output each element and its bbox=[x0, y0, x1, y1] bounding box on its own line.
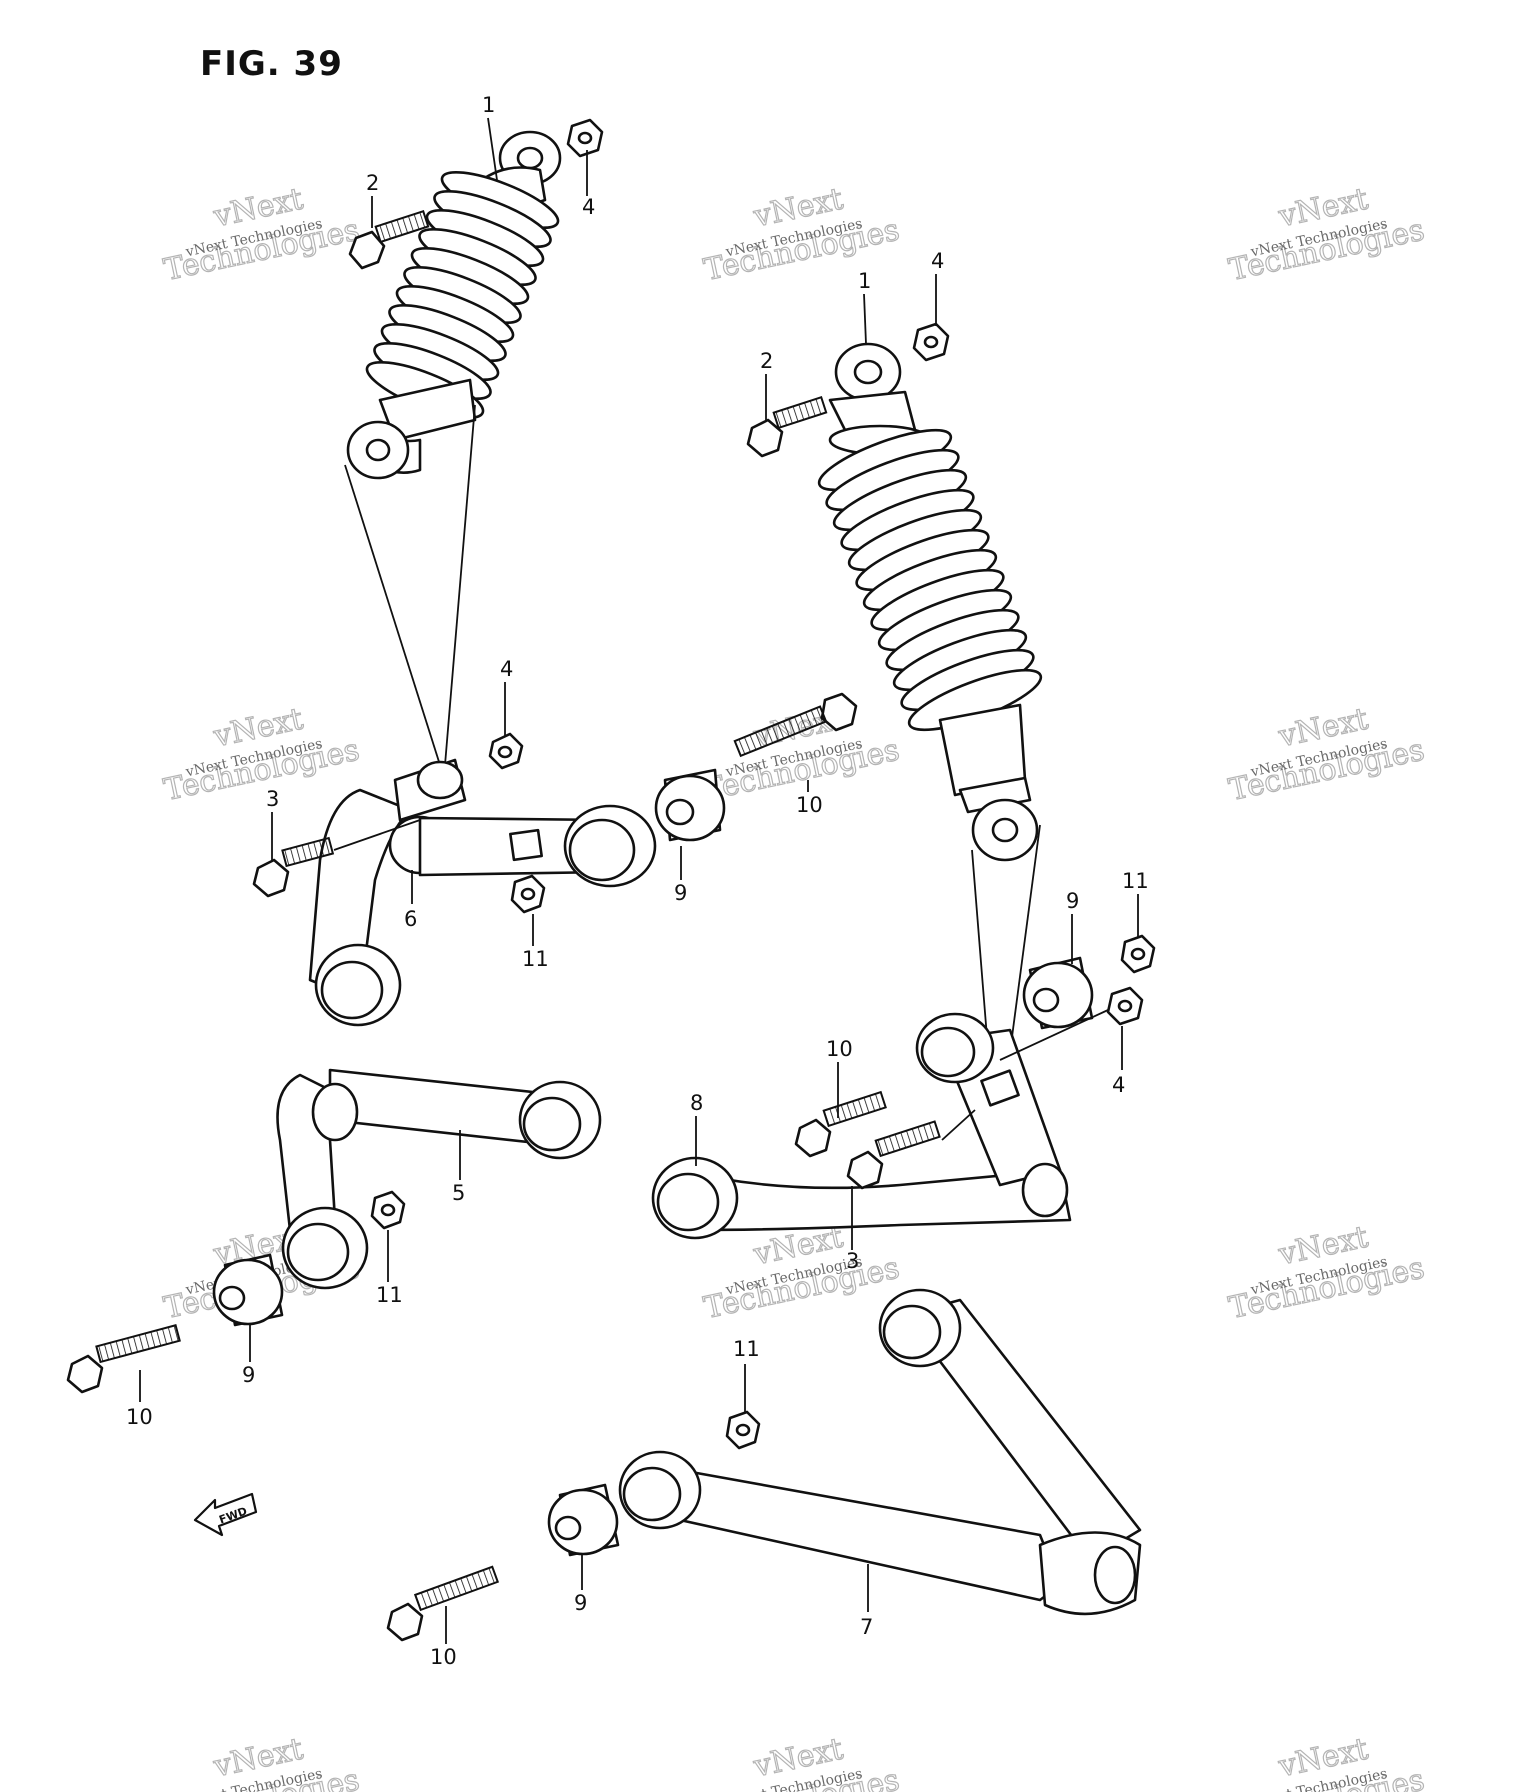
leader-line-c1b bbox=[863, 293, 867, 345]
nut-part-4-right bbox=[999, 986, 1144, 1061]
nut-part-11-left-lower bbox=[370, 1190, 406, 1230]
callout-c10b: 10 bbox=[826, 1037, 853, 1061]
nut-part-4-left-mid bbox=[488, 732, 524, 770]
callout-c1b: 1 bbox=[858, 269, 871, 293]
callout-c4b: 4 bbox=[931, 249, 944, 273]
callout-c9a: 9 bbox=[674, 881, 687, 905]
bolt-part-10-middle bbox=[733, 692, 858, 758]
callout-c3b: 3 bbox=[846, 1249, 859, 1273]
callout-c8: 8 bbox=[690, 1091, 703, 1115]
nut-part-11-lower bbox=[725, 1410, 761, 1450]
callout-c9b: 9 bbox=[1066, 889, 1079, 913]
callout-layer: 1 2 4 1 4 2 4 3 10 6 9 11 11 9 10 4 8 3 5 11 9 10 11 9 7 10 bbox=[126, 93, 1149, 1669]
figure-title: FIG. 39 bbox=[200, 44, 343, 84]
bolt-part-10-lower bbox=[386, 1565, 500, 1642]
callout-c11a: 11 bbox=[522, 947, 549, 971]
callout-c9d: 9 bbox=[574, 1591, 587, 1615]
bolt-part-10-left bbox=[66, 1324, 181, 1394]
bushing-part-9-left-lower bbox=[212, 1253, 284, 1327]
nut-part-4-left-top bbox=[566, 118, 604, 158]
bushing-part-9-lower bbox=[547, 1483, 620, 1557]
callout-c11b: 11 bbox=[1122, 869, 1149, 893]
callout-c10d: 10 bbox=[430, 1645, 457, 1669]
bolt-part-10-right bbox=[794, 1090, 887, 1158]
bolt-part-3-right bbox=[846, 1109, 976, 1190]
callout-c6: 6 bbox=[404, 907, 417, 931]
lower-arm-part-7 bbox=[618, 1288, 1142, 1616]
callout-c2a: 2 bbox=[366, 171, 379, 195]
bolt-part-3-left bbox=[252, 819, 421, 898]
callout-c11d: 11 bbox=[733, 1337, 760, 1361]
left-shock-absorber bbox=[344, 130, 562, 766]
forward-arrow-icon: FWD bbox=[193, 1492, 258, 1537]
callout-c7: 7 bbox=[860, 1615, 873, 1639]
callout-c2b: 2 bbox=[760, 349, 773, 373]
callout-c10c: 10 bbox=[126, 1405, 153, 1429]
bolt-part-2-right bbox=[746, 395, 828, 458]
callout-c1a: 1 bbox=[482, 93, 495, 117]
callout-c3a: 3 bbox=[266, 787, 279, 811]
leader-line-c1a bbox=[487, 117, 498, 181]
nut-part-4-right-top bbox=[912, 322, 950, 362]
upper-arm-part-8 bbox=[651, 1012, 1072, 1240]
callout-c11c: 11 bbox=[376, 1283, 403, 1307]
nut-part-11-left bbox=[510, 874, 546, 914]
callout-c4c: 4 bbox=[500, 657, 513, 681]
bushing-part-9-left-top bbox=[654, 768, 726, 842]
bushing-part-9-right bbox=[1022, 956, 1094, 1030]
callout-c4a: 4 bbox=[582, 195, 595, 219]
callout-c10a: 10 bbox=[796, 793, 823, 817]
bolt-part-2-left bbox=[348, 209, 430, 270]
callout-c5: 5 bbox=[452, 1181, 465, 1205]
upper-arm-part-6 bbox=[308, 758, 657, 1027]
callout-c4d: 4 bbox=[1112, 1073, 1125, 1097]
callout-c9c: 9 bbox=[242, 1363, 255, 1387]
nut-part-11-right bbox=[1120, 934, 1156, 974]
lower-arm-part-5 bbox=[276, 1068, 602, 1290]
